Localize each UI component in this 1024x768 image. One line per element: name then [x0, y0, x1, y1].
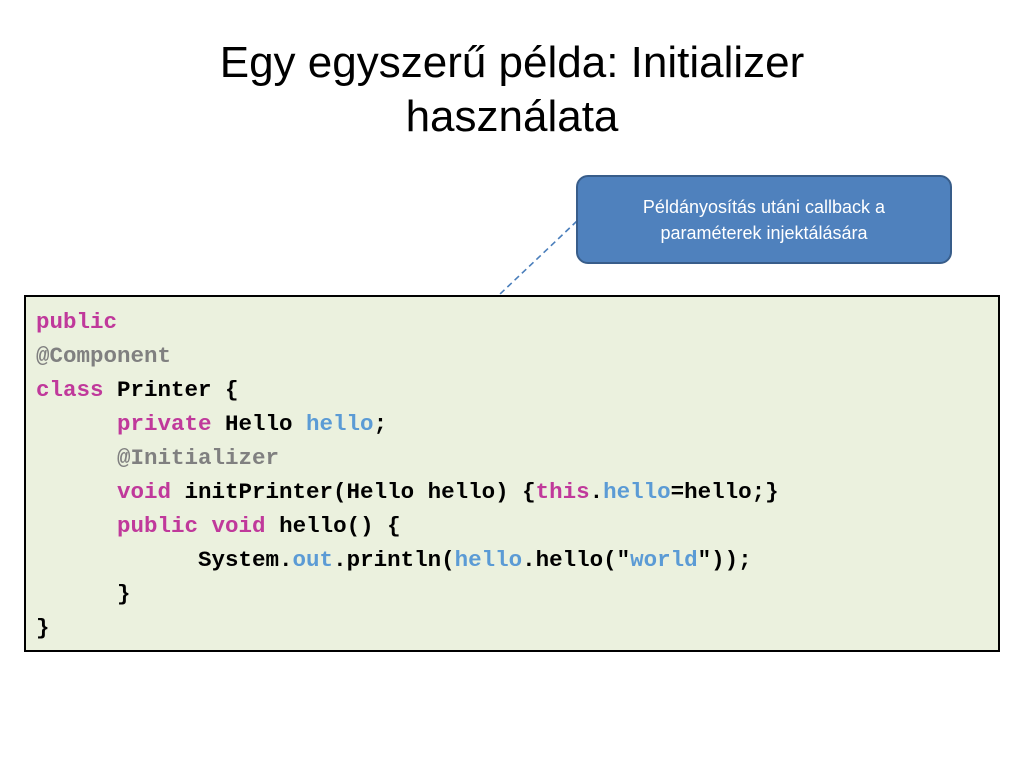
code-text: System.	[36, 547, 293, 573]
code-text	[36, 411, 117, 437]
code-line: }	[36, 577, 998, 611]
code-block: public @Component class Printer { private …	[24, 295, 1000, 652]
code-line: void initPrinter(Hello hello) {this.hell…	[36, 475, 998, 509]
code-field: world	[630, 547, 698, 573]
code-text	[36, 479, 117, 505]
code-text: }	[36, 615, 50, 641]
code-keyword: class	[36, 377, 104, 403]
code-line: private Hello hello;	[36, 407, 998, 441]
code-line: class Printer {	[36, 373, 998, 407]
code-text: ;	[373, 411, 388, 437]
code-text	[198, 513, 212, 539]
code-keyword: public	[36, 309, 118, 335]
code-annotation: @Component	[36, 343, 172, 369]
code-field: hello	[454, 547, 523, 573]
code-line: public void hello() {	[36, 509, 998, 543]
slide-title-line-1: Egy egyszerű példa: Initializer	[219, 38, 805, 87]
code-keyword: this	[535, 479, 590, 505]
code-listing: public @Component class Printer { private …	[36, 305, 998, 645]
code-text	[36, 445, 117, 471]
code-field: hello	[306, 411, 374, 437]
code-line: }	[36, 611, 998, 645]
code-field: out	[292, 547, 334, 573]
code-keyword: private	[117, 411, 212, 437]
code-text: =hello;}	[670, 479, 779, 505]
code-line: @Initializer	[36, 441, 998, 475]
callout-text-line-2: paraméterek injektálására	[660, 222, 868, 243]
code-keyword: public	[117, 513, 199, 539]
callout-box: Példányosítás utáni callback a paraméter…	[576, 175, 952, 264]
code-text: }	[36, 581, 131, 607]
code-keyword: void	[117, 479, 172, 505]
code-line: System.out.println(hello.hello("world"))…	[36, 543, 998, 577]
code-text: "));	[697, 547, 752, 573]
code-line: @Component	[36, 339, 998, 373]
code-text: Printer {	[103, 377, 239, 403]
callout-text-line-1: Példányosítás utáni callback a	[642, 196, 886, 217]
code-keyword: void	[211, 513, 266, 539]
slide-title: Egy egyszerű példa: Initializer használa…	[0, 36, 1024, 144]
code-text: .	[589, 479, 604, 505]
code-text: .println(	[333, 547, 455, 573]
code-text: Hello	[211, 411, 307, 437]
code-text: initPrinter(Hello hello) {	[171, 479, 536, 505]
code-text: .hello("	[522, 547, 631, 573]
code-line: public	[36, 305, 998, 339]
code-text: hello() {	[265, 513, 401, 539]
code-annotation: @Initializer	[117, 445, 280, 471]
code-text	[36, 513, 117, 539]
code-field: hello	[603, 479, 671, 505]
slide-title-line-2: használata	[405, 92, 619, 141]
